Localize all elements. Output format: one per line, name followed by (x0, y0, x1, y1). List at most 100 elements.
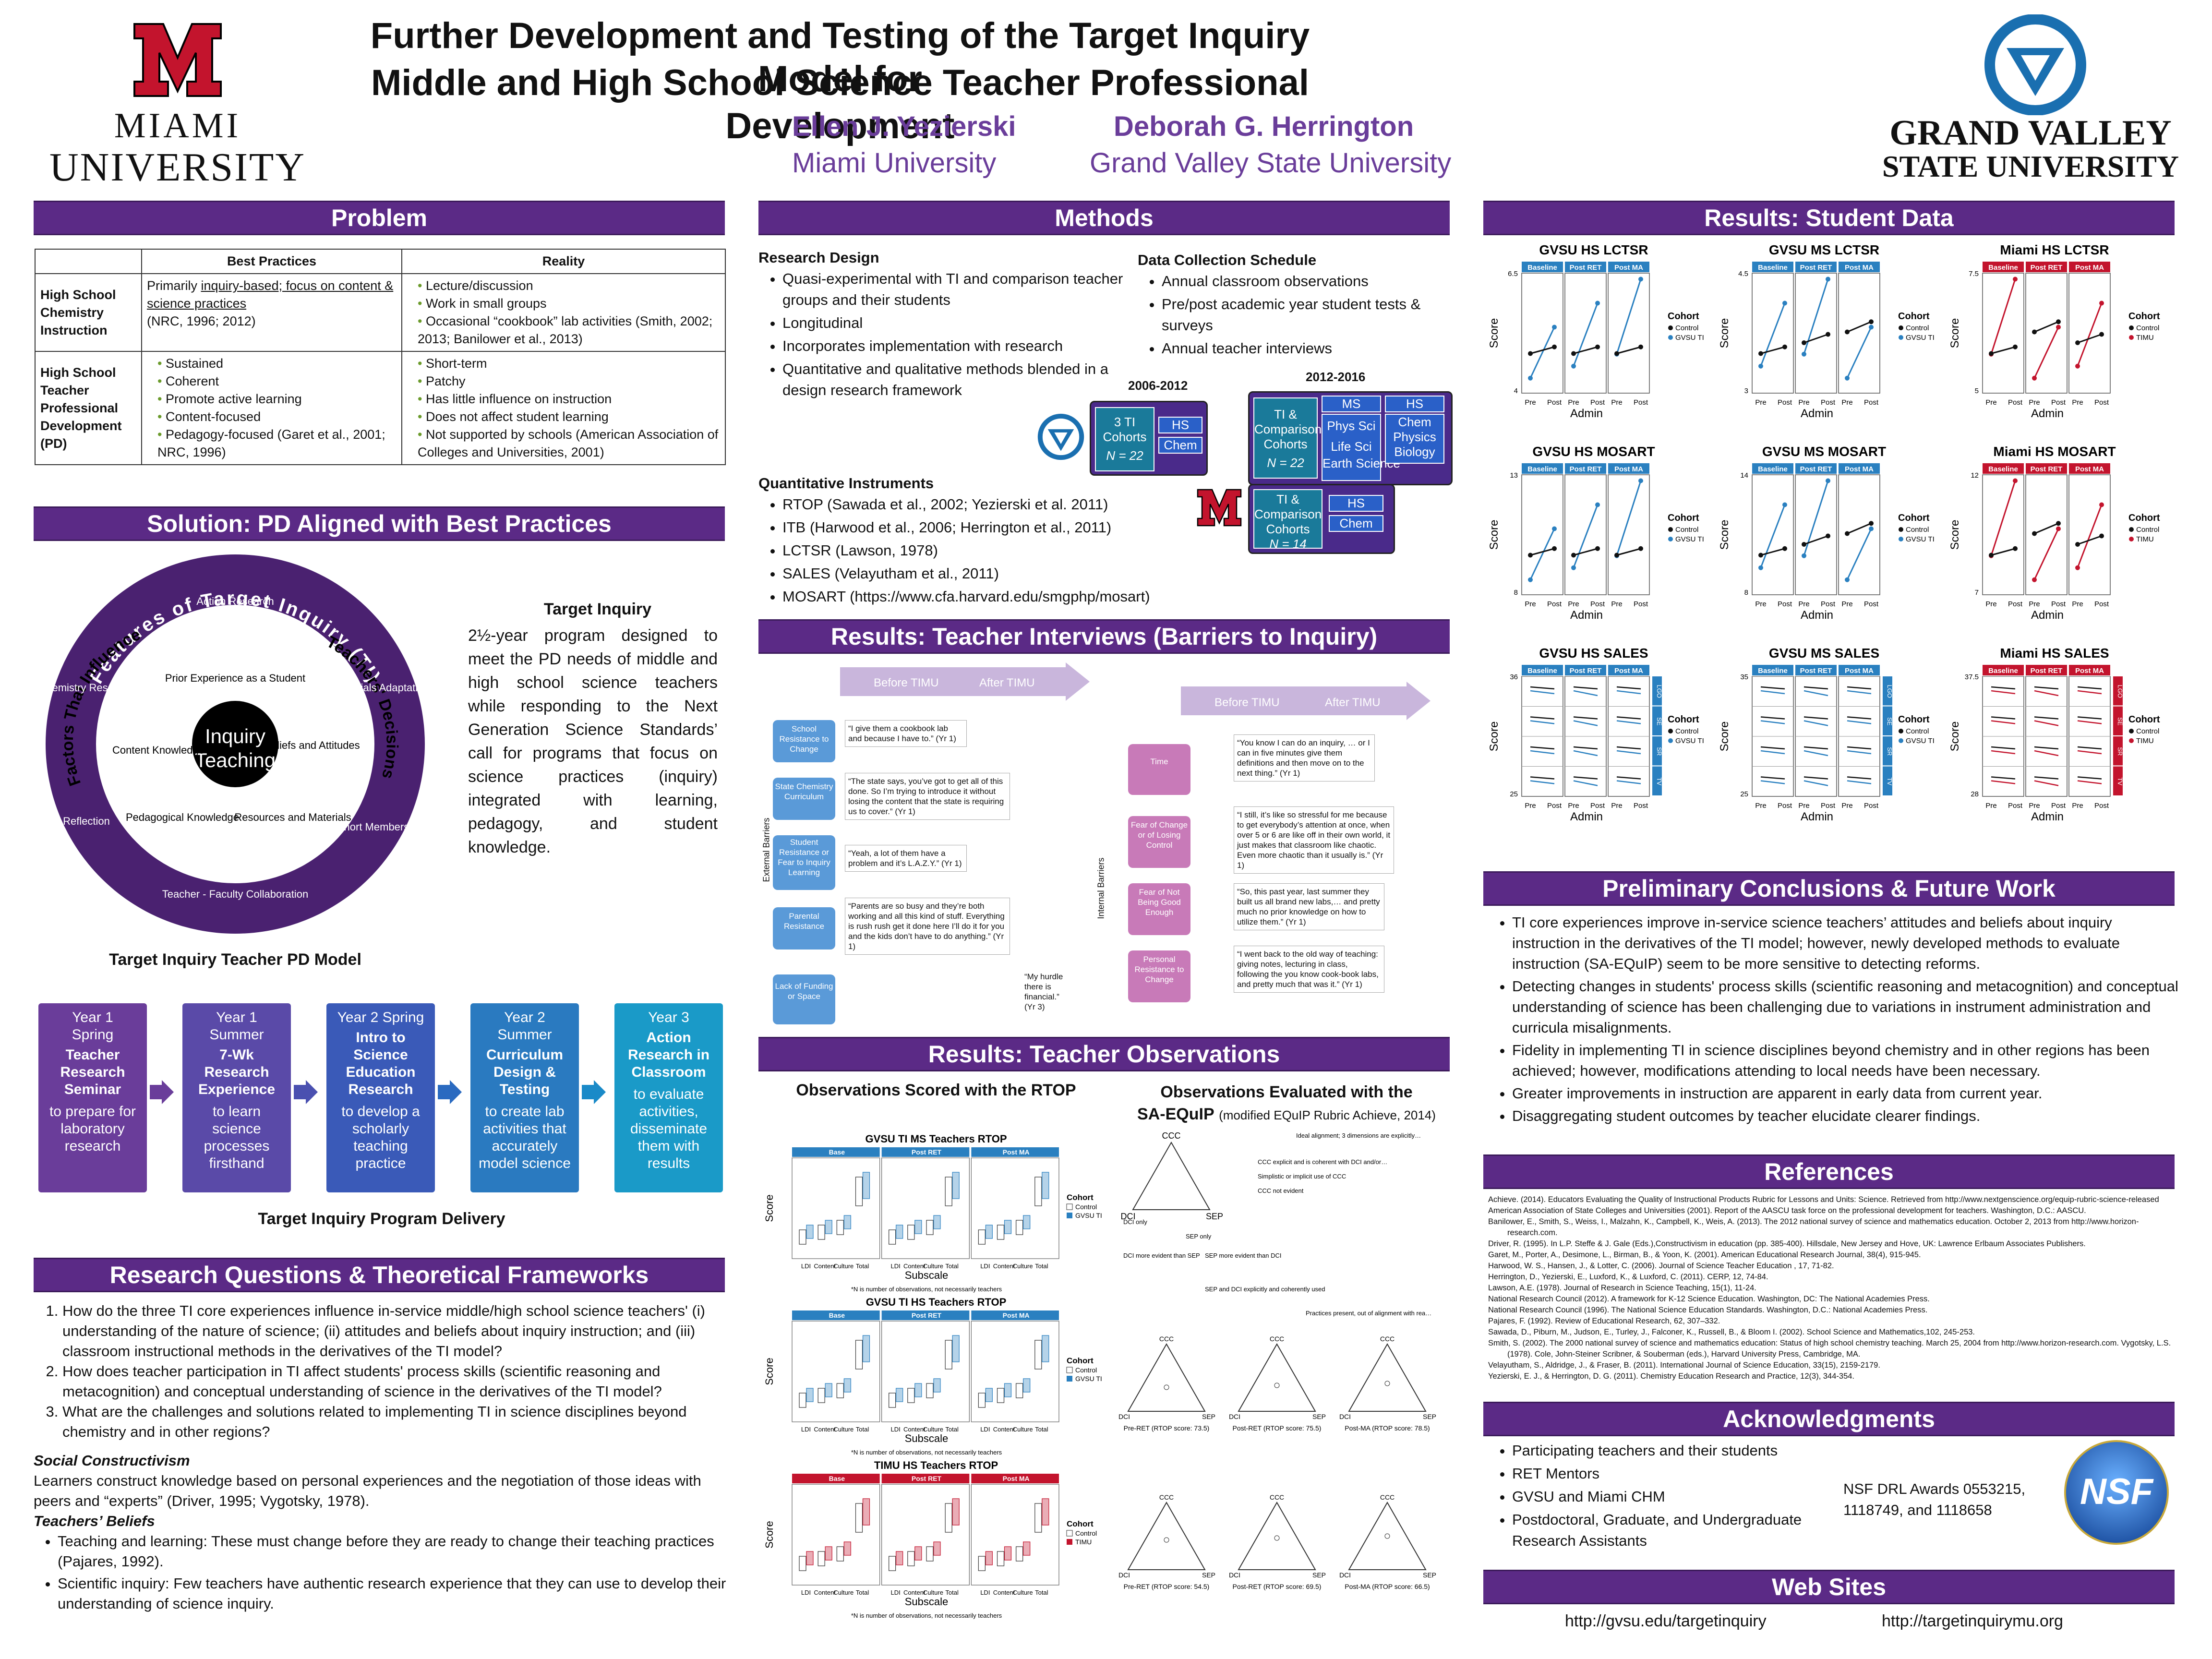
box (896, 1225, 903, 1239)
box (985, 1388, 993, 1402)
data-point (1869, 526, 1874, 531)
triangle (1127, 1343, 1206, 1412)
series-line (2034, 780, 2059, 786)
reference-item: National Research Council (2012). A fram… (1488, 1295, 1930, 1303)
y-axis-label: Score (1718, 318, 1731, 349)
y-tick-label: 25 (1740, 790, 1748, 798)
y-axis-label: Score (1948, 721, 1961, 752)
series-line (1847, 750, 1872, 755)
miami-logo-line1: MIAMI (114, 106, 241, 145)
legend-label: GVSU TI (1675, 737, 1704, 745)
data-point (1528, 553, 1533, 558)
facet-strip (1839, 665, 1880, 675)
list-item: Coherent (157, 373, 397, 390)
series-line (1991, 686, 2016, 690)
legend-title: Cohort (1067, 1356, 1094, 1365)
problem-table: Best Practices Reality High School Chemi… (35, 249, 726, 465)
data-point (1758, 565, 1763, 570)
observations-heading: Results: Teacher Observations (758, 1037, 1450, 1071)
box (997, 1225, 1005, 1240)
list-item: ITB (Harwood et al., 2006; Herrington et… (782, 517, 1190, 538)
box (978, 1393, 986, 1408)
timeline-arrow-left (840, 662, 1090, 701)
chart-title: Miami HS LCTSR (2000, 242, 2109, 257)
research-questions: How do the three TI core experiences inf… (34, 1301, 730, 1442)
poster-title-line1: Further Development and Testing of the T… (370, 15, 1310, 99)
x-tick-label: Pre (1841, 802, 1852, 810)
website-gvsu[interactable]: http://gvsu.edu/targetinquiry (1565, 1612, 1767, 1630)
facet-label: Post MA (1845, 667, 1874, 675)
chart-title: GVSU HS MOSART (1532, 444, 1655, 459)
y-tick-label: 4.5 (1738, 270, 1748, 278)
data-point (1758, 351, 1763, 356)
series-line (1991, 750, 2016, 755)
box (817, 1551, 825, 1566)
x-tick-label: LDI (980, 1262, 990, 1270)
x-tick-label: Pre (1841, 600, 1852, 608)
website-miami[interactable]: http://targetinquirymu.org (1882, 1612, 2063, 1630)
list-item: Fidelity in implementing TI in science d… (1512, 1040, 2179, 1081)
sales-strip (2113, 706, 2123, 735)
x-tick-label: Post (1634, 600, 1648, 608)
series-line (1616, 690, 1641, 695)
legend-marker (1066, 1530, 1073, 1537)
cohort-box-gvsu: TI & Comparison Cohorts N = 22 MS HS Phy… (1248, 391, 1453, 485)
facet-strip (2069, 665, 2110, 675)
list-item: How does teacher participation in TI aff… (62, 1361, 730, 1402)
series-line (1530, 548, 1555, 556)
x-tick-label: Post (2094, 802, 2109, 810)
y-tick-label: 35 (1740, 673, 1748, 681)
triangle (1238, 1343, 1316, 1412)
data-point (1802, 351, 1806, 357)
facet-label: Baseline (1988, 264, 2018, 272)
legend-marker (1066, 1367, 1073, 1373)
data-point (1802, 542, 1806, 547)
student-data-heading: Results: Student Data (1483, 201, 2175, 235)
data-point (1571, 363, 1576, 369)
reference-item: Herrington, D., Yezierski, E., Luxford, … (1488, 1273, 1768, 1281)
x-tick-label: Pre (1755, 600, 1766, 608)
series-line (1573, 720, 1598, 726)
x-axis-label: Admin (2031, 609, 2064, 622)
series-line (1530, 686, 1555, 690)
sales-strip-label: TV (1656, 777, 1663, 785)
facet-strip (1522, 262, 1563, 272)
solution-heading: Solution: PD Aligned with Best Practices (34, 506, 725, 541)
row1-best: Primarily inquiry-based; focus on conten… (141, 273, 402, 352)
x-tick-label: LDI (891, 1589, 901, 1596)
x-tick-label: Post (1821, 398, 1836, 407)
x-tick-label: Post (1864, 600, 1879, 608)
barrier-row: Personal Resistance to Change “I went ba… (1128, 946, 1445, 1003)
series-line (2077, 720, 2102, 724)
box (1016, 1220, 1023, 1235)
y-tick-label: 4 (1514, 387, 1518, 395)
cohort-box-gvsu-early: 3 TI Cohorts N = 22 HS Chem (1090, 401, 1208, 476)
y-axis-label: Score (1948, 520, 1961, 550)
row1-reality: Lecture/discussion Work in small groups … (401, 273, 726, 352)
series-line (1847, 746, 1872, 750)
box (997, 1388, 1005, 1403)
equip-marker (1164, 1384, 1169, 1390)
series-line (2034, 716, 2059, 720)
x-tick-label: Post (1821, 600, 1836, 608)
delivery-step: Year 1 Spring Teacher Research Seminar t… (38, 1003, 147, 1192)
chart-note: *N is number of observations, not necess… (851, 1286, 1002, 1293)
facet-strip (1795, 665, 1837, 675)
internal-barriers-label: Internal Barriers (1096, 857, 1106, 919)
delivery-step: Year 3 Action Research in Classroom to e… (614, 1003, 723, 1192)
box (889, 1229, 896, 1245)
series-line (2034, 750, 2059, 757)
legend-marker (1899, 335, 1903, 340)
series-line (1760, 302, 1786, 367)
vertex-label: CCC (1159, 1493, 1174, 1501)
facet-panel (971, 1484, 1059, 1586)
nsf-logo: NSF (2064, 1440, 2169, 1545)
data-point (2013, 546, 2018, 551)
series-line (1529, 326, 1555, 379)
series-line (2033, 326, 2059, 379)
list-item: Short-term (418, 355, 720, 373)
data-point (1826, 276, 1830, 282)
